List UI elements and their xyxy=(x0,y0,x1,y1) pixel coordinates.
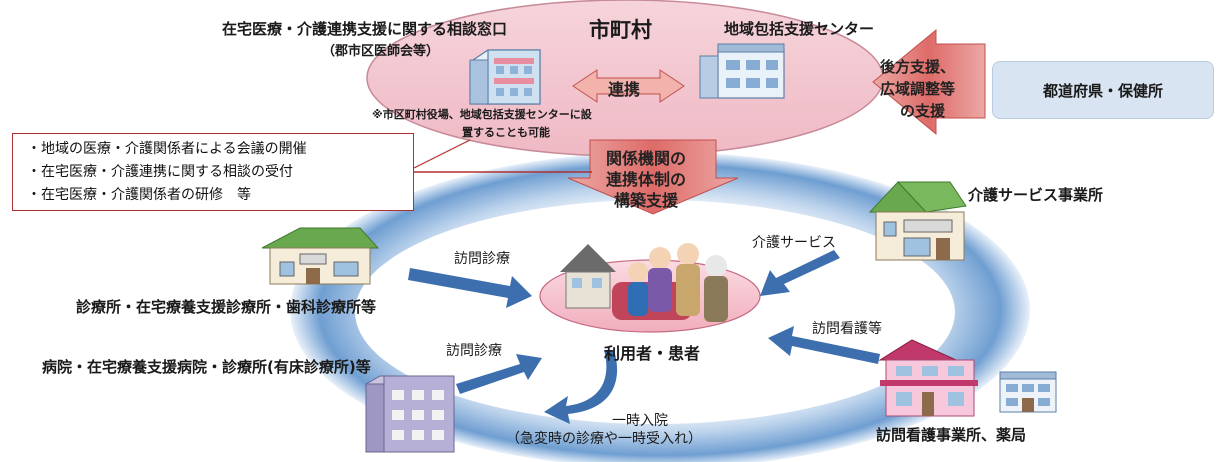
info-connector-2 xyxy=(413,139,471,169)
care-service-flow-label: 介護サービス xyxy=(752,235,836,251)
nursing-pharmacy-label: 訪問看護事業所、薬局 xyxy=(876,426,1027,444)
home-visit-medical-label-2: 訪問診療 xyxy=(446,343,502,359)
patient-label: 利用者・患者 xyxy=(604,344,701,363)
central-support-arrow xyxy=(567,139,739,215)
hospital-building-icon xyxy=(365,375,455,453)
clinic-building-icon xyxy=(261,227,380,285)
support-center-building-icon xyxy=(699,43,785,99)
temp-admission-note: （急変時の診療や一時受入れ） xyxy=(506,431,702,447)
placement-note-line1: ※市区町村役場、地域包括支援センターに設 xyxy=(372,108,592,121)
activities-box: ・地域の医療・介護関係者による会議の開催 ・在宅医療・介護連携に関する相談の受付… xyxy=(12,133,414,211)
activity-item: ・地域の医療・介護関係者による会議の開催 xyxy=(27,141,307,157)
renkei-label: 連携 xyxy=(608,80,641,99)
nursing-to-patient-arrow xyxy=(768,326,880,364)
consult-office-title: 在宅医療・介護連携支援に関する相談窓口 xyxy=(222,20,508,38)
hospital-label: 病院・在宅療養支援病院・診療所(有床診療所)等 xyxy=(42,358,371,376)
renkei-double-arrow xyxy=(572,69,685,103)
prefecture-label: 都道府県・保健所 xyxy=(1042,81,1163,100)
central-arrow-line3: 構築支援 xyxy=(614,191,679,210)
temp-admission-label: 一時入院 xyxy=(612,413,668,429)
care-service-building-icon xyxy=(868,181,967,261)
nursing-station-building-icon xyxy=(878,339,978,417)
prefecture-box: 都道府県・保健所 xyxy=(992,61,1214,119)
activity-item: ・在宅医療・介護関係者の研修 等 xyxy=(27,187,251,203)
comprehensive-center-label: 地域包括支援センター xyxy=(724,20,875,38)
municipality-title: 市町村 xyxy=(589,18,652,42)
consult-office-building-icon xyxy=(469,49,541,105)
placement-note-line2: 置することも可能 xyxy=(462,126,550,139)
prefecture-support-arrow xyxy=(872,28,986,136)
activity-item: ・在宅医療・介護連携に関する相談の受付 xyxy=(27,164,293,180)
patient-illustration xyxy=(539,243,761,333)
central-arrow-line1: 関係機関の xyxy=(606,149,687,168)
prefecture-support-line3: の支援 xyxy=(900,102,946,120)
temp-admission-arrow xyxy=(544,350,618,424)
home-visit-medical-label-1: 訪問診療 xyxy=(454,251,510,267)
clinic-to-patient-arrow xyxy=(408,268,532,308)
pharmacy-building-icon xyxy=(999,371,1057,413)
prefecture-support-line1: 後方支援、 xyxy=(880,58,956,76)
prefecture-support-line2: 広域調整等 xyxy=(880,80,956,98)
care-service-to-patient-arrow xyxy=(760,250,840,296)
consult-office-subtitle: （郡市区医師会等） xyxy=(322,44,440,59)
home-nursing-flow-label: 訪問看護等 xyxy=(812,321,882,337)
hospital-to-patient-arrow xyxy=(456,354,542,394)
clinic-label: 診療所・在宅療養支援診療所・歯科診療所等 xyxy=(76,298,377,316)
care-service-provider-label: 介護サービス事業所 xyxy=(968,186,1104,204)
central-arrow-line2: 連携体制の xyxy=(606,170,687,189)
